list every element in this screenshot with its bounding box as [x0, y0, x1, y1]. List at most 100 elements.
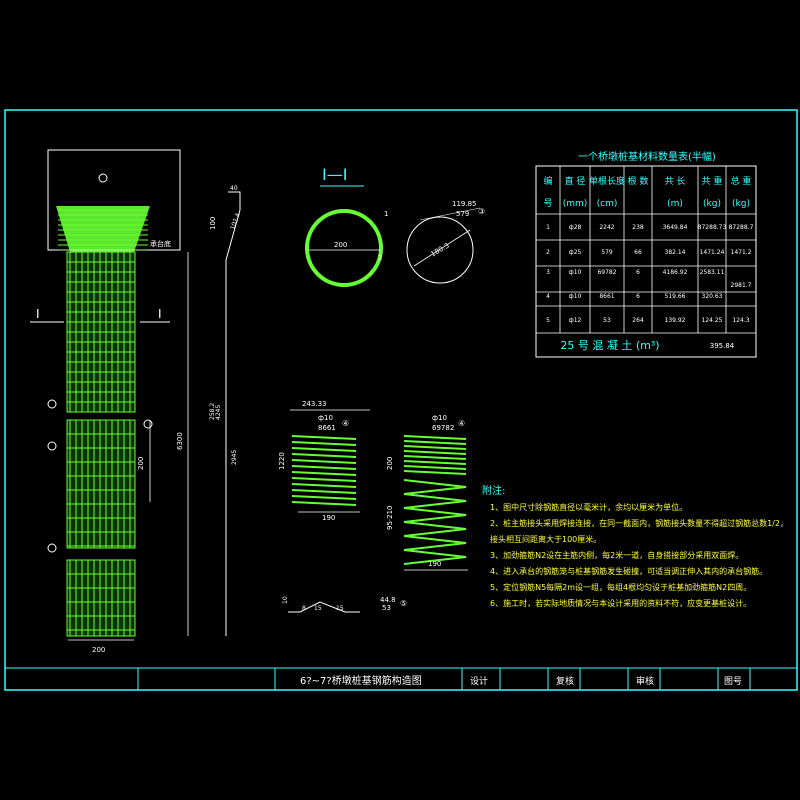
marker-4: [98, 173, 108, 183]
hook-a: 10: [282, 596, 289, 604]
table-cell: 4186.92: [663, 269, 688, 276]
table-header-cell: 根 数: [628, 175, 649, 187]
table-header-cell: 单根长度: [589, 175, 625, 187]
section-right-diameter: [413, 229, 471, 267]
notes-title: 附注:: [482, 484, 505, 497]
table-cell: 87288.73: [698, 224, 727, 231]
pile-elevation: 承台底 I I 200 200 6300 100: [30, 149, 217, 654]
title-block-frame: [4, 667, 798, 691]
notes-block: 附注: 1、图中尺寸除钢筋直径以毫米计，余均以厘米为单位。2、桩主筋接头采用焊接…: [482, 484, 788, 608]
spiral-coil: [291, 489, 357, 494]
table-cell: 124.25: [702, 317, 723, 324]
table-border: [535, 165, 757, 358]
spiral-left-top: 243.33: [302, 400, 327, 408]
dim-total-height: 6300: [176, 432, 184, 450]
hook-label: 44.8: [380, 596, 396, 604]
section-right-leader: [419, 207, 481, 221]
spiral-coil: [403, 450, 467, 455]
section-title: I—I: [322, 165, 347, 184]
spiral-coil: [403, 455, 467, 460]
bar-curve-dim: 102.4: [229, 212, 242, 231]
note-line: 4、进入承台的钢筋笼与桩基钢筋发生碰撞，可适当调正伸入其内的承台钢筋。: [490, 566, 767, 576]
section-left-a: 1: [384, 210, 388, 218]
table-cell: 519.66: [665, 293, 686, 300]
table-header-unit: (kg): [732, 199, 750, 209]
section-right-bot: 579: [456, 210, 469, 218]
bar-bot-dim: 2945: [231, 450, 238, 465]
pile-segment-3: [66, 559, 136, 637]
hook-d: 15: [336, 605, 344, 612]
hook-b: 15: [314, 605, 322, 612]
table-cell: 8661: [599, 293, 614, 300]
bar-top-dim: 40: [230, 185, 238, 192]
spiral-right-h2: 95·210: [386, 506, 394, 531]
spiral-coil: [291, 477, 357, 482]
marker-3: [47, 399, 57, 409]
section-right-top: 119.85: [452, 200, 477, 208]
cut-label-left: I: [36, 307, 40, 321]
table-cell: 1471.2: [731, 249, 752, 256]
spiral-right-circle: ④: [458, 419, 465, 428]
hook-circle: ⑤: [400, 599, 407, 608]
table-cell: 4: [546, 293, 550, 300]
spiral-coil: [291, 453, 357, 458]
spiral-right-bar: ф10: [432, 414, 447, 422]
table-footer-value: 395.84: [710, 342, 735, 350]
spiral-right-len: 69782: [432, 424, 454, 432]
section-left-dia: 200: [334, 241, 347, 249]
spiral-coil: [403, 465, 467, 470]
spiral-coil: [403, 445, 467, 450]
spiral-coil: [291, 441, 357, 446]
table-cell: ф25: [569, 249, 582, 256]
section-circle-right: [406, 216, 474, 284]
table-text: 编直 径单根长度根 数共 长共 重总 重号(mm)(cm)(m)(kg)(kg)…: [543, 175, 753, 352]
note-line: 接头相互间距离大于100厘米。: [490, 534, 601, 544]
spiral-coil: [403, 435, 467, 440]
single-bar-elevation: 40 102.4 4245 258.2 2945: [209, 185, 242, 636]
spiral-coil: [403, 460, 467, 465]
section-right-dia: 180.3: [429, 242, 450, 259]
table-header-unit: (cm): [597, 199, 618, 209]
table-cell: ф28: [569, 224, 582, 231]
spiral-coil: [291, 459, 357, 464]
table-header-cell: 总 重: [731, 175, 752, 187]
spiral-coil: [291, 495, 357, 500]
tb-drawing-no: 图号: [724, 676, 742, 687]
spiral-coil: [291, 471, 357, 476]
dim-bottom-width: 200: [92, 646, 105, 654]
note-line: 5、定位钢筋N5每隔2m设一组，每组4根均匀设于桩基加劲箍筋N2四周。: [490, 582, 751, 592]
table-header-unit: (m): [667, 199, 683, 209]
table-header-cell: 共 长: [665, 175, 686, 187]
spiral-left-bar: ф10: [318, 414, 333, 422]
spiral-right-h1: 200: [386, 457, 394, 470]
section-view: I—I 200 1 2 119.85 579 180.3 ③: [305, 165, 485, 287]
spiral-zigzag: [403, 549, 467, 565]
marker-1: [47, 543, 57, 553]
material-table: 一个桥墩桩基材料数量表(半幅) 编直 径单根长度根 数共 长共 重总 重号(mm…: [535, 150, 757, 358]
table-cell: ф10: [569, 269, 582, 276]
spiral-zigzag: [403, 535, 467, 551]
hook-detail: 10 8 15 15 44.8 53 ⑤: [282, 596, 407, 613]
spiral-zigzag: [403, 479, 467, 495]
table-cell: 5: [546, 317, 550, 324]
spiral-coil: [291, 483, 357, 488]
table-cell: 579: [601, 249, 613, 256]
spiral-details: 243.33 ф10 8661 ④ 1220 190 ф10 69782 ④ 2…: [278, 400, 468, 571]
marker-5: [143, 419, 153, 429]
hook-shape: [288, 601, 360, 613]
table-header-cell: 直 径: [565, 175, 586, 187]
marker-2: [47, 441, 57, 451]
table-cell: 53: [603, 317, 611, 324]
table-header-unit: (kg): [703, 199, 721, 209]
section-left-b: 2: [378, 254, 382, 262]
table-cell: 87288.7: [729, 224, 754, 231]
spiral-left-height: 1220: [278, 452, 286, 470]
table-cell: 264: [632, 317, 644, 324]
spiral-coil: [291, 435, 357, 440]
note-line: 6、施工时，若实际地质情况与本设计采用的资料不符，应变更基桩设计。: [490, 598, 751, 608]
spiral-left-circle: ④: [342, 419, 349, 428]
tb-approve: 审核: [636, 675, 654, 687]
table-cell: 2242: [599, 224, 614, 231]
dim-mid-spacing: 200: [137, 457, 145, 470]
